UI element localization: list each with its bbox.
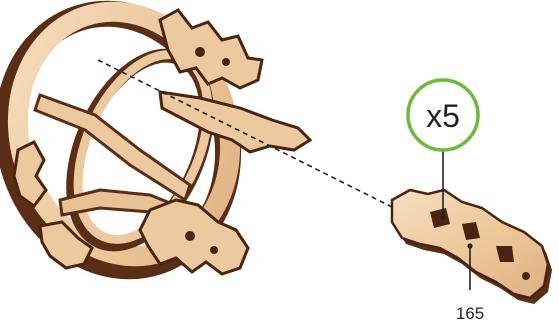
part-number-leader-dot — [467, 243, 472, 248]
quantity-label: x5 — [426, 98, 460, 134]
hole — [195, 47, 205, 57]
callout-leader-dot — [440, 214, 445, 219]
ring-assembly — [0, 0, 310, 295]
hole — [185, 231, 195, 241]
part-number-label: 165 — [456, 304, 484, 323]
hole — [210, 246, 218, 254]
center-jut-piece — [160, 92, 310, 152]
left-teeth — [14, 142, 46, 206]
part-165-hole — [522, 272, 530, 280]
top-teeth — [160, 10, 262, 88]
hole — [222, 58, 230, 66]
